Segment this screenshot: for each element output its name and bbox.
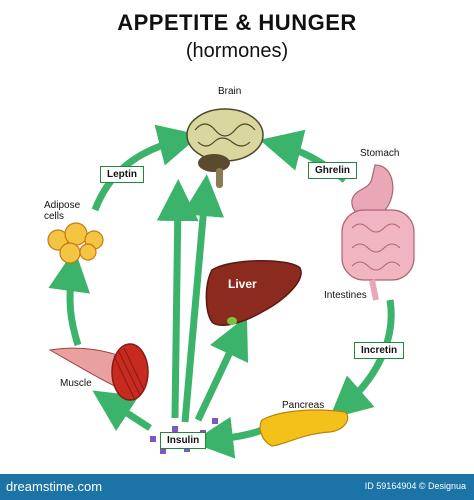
adipose-illustration bbox=[47, 222, 104, 264]
brain-illustration bbox=[186, 108, 264, 188]
arrow-muscle-adipose bbox=[48, 249, 91, 347]
hormone-ghrelin: Ghrelin bbox=[308, 162, 358, 179]
hormone-insulin: Insulin bbox=[160, 432, 207, 449]
liver-illustration bbox=[205, 260, 302, 326]
arrow-insulin-liver bbox=[194, 315, 249, 422]
hormone-incretin: Incretin bbox=[354, 342, 405, 359]
label-intestines: Intestines bbox=[324, 290, 367, 301]
label-stomach: Stomach bbox=[360, 148, 400, 159]
label-brain: Brain bbox=[218, 86, 242, 97]
diagram-subtitle: (hormones) bbox=[185, 40, 289, 62]
footer-bar: dreamstime.com ID 59164904 © Designua bbox=[0, 474, 474, 500]
muscle-illustration bbox=[48, 343, 149, 401]
arrow-insulin-muscle bbox=[92, 390, 152, 432]
label-pancreas: Pancreas bbox=[282, 400, 325, 411]
footer-id: ID 59164904 © Designua bbox=[364, 481, 466, 491]
arrow-leptin bbox=[91, 124, 201, 212]
arrow-pancreas-insulin bbox=[191, 416, 264, 459]
hormone-leptin: Leptin bbox=[100, 166, 144, 183]
label-adipose: Adipose cells bbox=[44, 200, 81, 222]
arrow-insulin-brain-2 bbox=[156, 179, 199, 419]
pancreas-illustration bbox=[259, 409, 349, 447]
arrow-insulin-brain-1 bbox=[181, 174, 225, 423]
label-muscle: Muscle bbox=[60, 378, 92, 389]
label-liver: Liver bbox=[228, 277, 257, 291]
diagram-title: APPETITE & HUNGER bbox=[117, 10, 357, 35]
diagram-graphics bbox=[47, 108, 415, 459]
footer-logo: dreamstime.com bbox=[6, 479, 103, 494]
digestive-illustration bbox=[341, 164, 415, 301]
